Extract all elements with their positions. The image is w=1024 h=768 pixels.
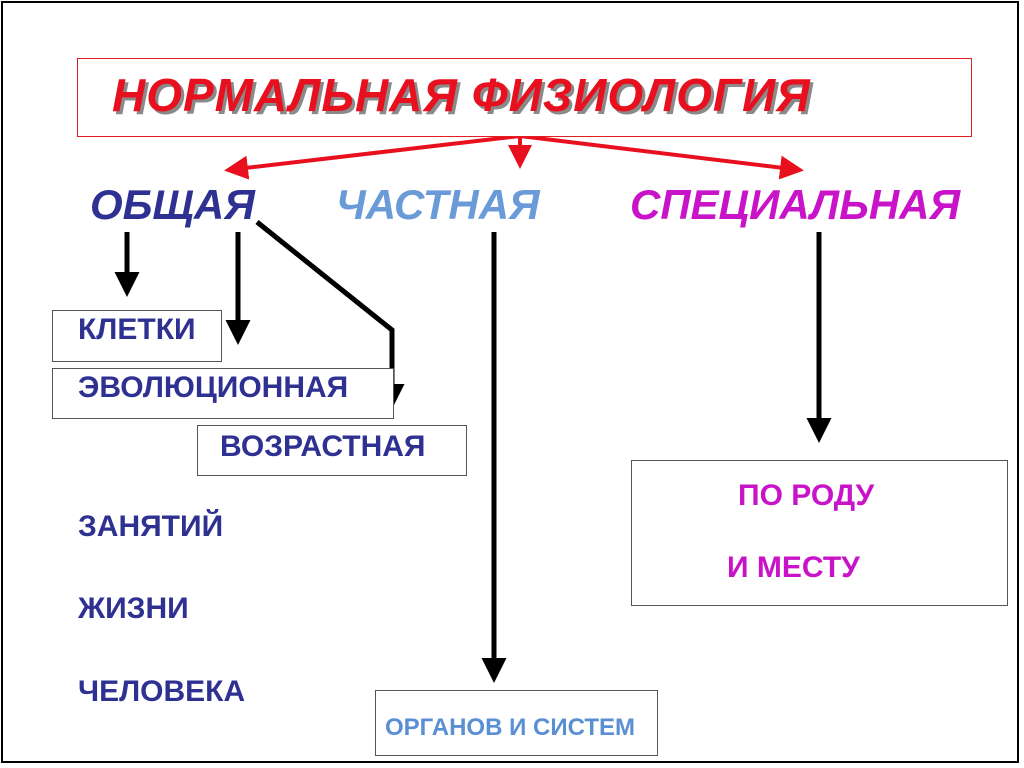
- item-occupation: ЗАНЯТИЙ: [78, 510, 224, 543]
- item-evolutionary: ЭВОЛЮЦИОННАЯ: [78, 371, 349, 404]
- item-organs: ОРГАНОВ И СИСТЕМ: [385, 714, 635, 741]
- diagram-title: НОРМАЛЬНАЯ ФИЗИОЛОГИЯ: [112, 69, 811, 121]
- title-box: [77, 58, 972, 137]
- arrow-to-special: [519, 134, 804, 180]
- item-cells: КЛЕТКИ: [78, 313, 196, 346]
- arrow-to-general: [224, 134, 521, 180]
- item-human: ЧЕЛОВЕКА: [78, 675, 246, 708]
- item-place: И МЕСТУ: [727, 551, 860, 584]
- cells-box: [52, 310, 222, 362]
- branch-general: ОБЩАЯ: [90, 181, 255, 228]
- organs-box: [375, 690, 658, 756]
- special-box: [631, 460, 1008, 606]
- evolutionary-box: [52, 368, 394, 419]
- branch-special: СПЕЦИАЛЬНАЯ: [630, 181, 961, 228]
- age-box: [197, 425, 467, 476]
- branch-particular: ЧАСТНАЯ: [336, 181, 540, 228]
- item-kind: ПО РОДУ: [738, 479, 875, 512]
- item-life: ЖИЗНИ: [78, 592, 189, 625]
- item-age: ВОЗРАСТНАЯ: [220, 430, 426, 463]
